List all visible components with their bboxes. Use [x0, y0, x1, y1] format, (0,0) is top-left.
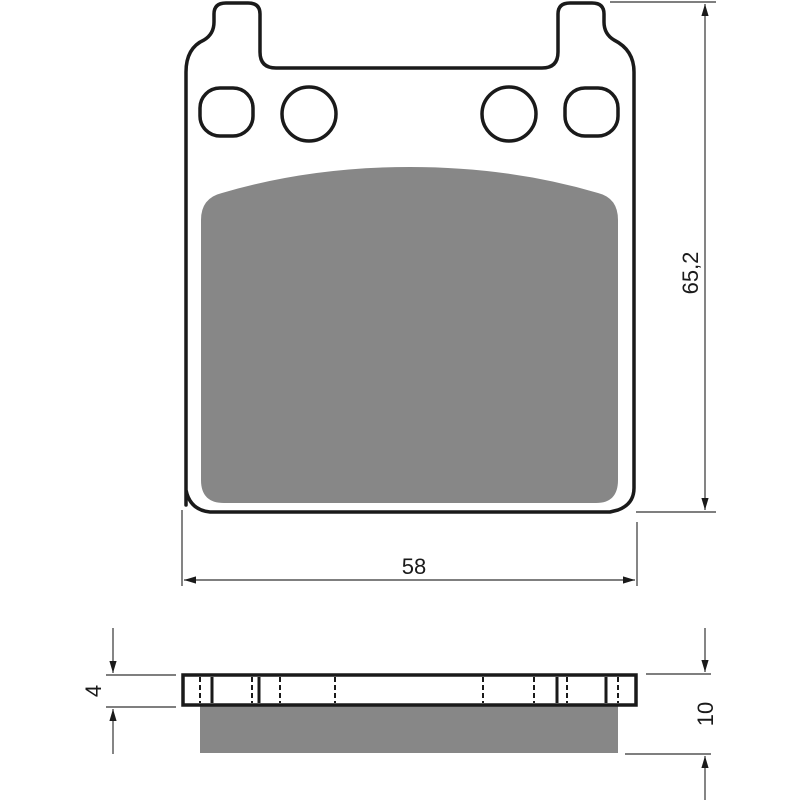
dimension-width-label: 58 [402, 554, 426, 579]
side-hole-solid-edges [210, 677, 608, 703]
side-view [181, 673, 638, 753]
dimension-plate-thickness: 4 [81, 628, 176, 754]
dimension-height-label: 65,2 [678, 252, 703, 295]
dimension-width: 58 [181, 510, 638, 586]
dimension-height: 65,2 [610, 1, 716, 513]
mounting-hole-3 [480, 85, 538, 143]
dimension-total-thickness: 10 [625, 628, 718, 800]
mounting-hole-4 [563, 86, 620, 138]
dimension-plate-thickness-label: 4 [81, 685, 106, 697]
side-friction-material [200, 706, 618, 753]
dimension-total-thickness-label: 10 [693, 702, 718, 726]
side-backing-plate [181, 673, 638, 707]
mounting-hole-1 [198, 86, 255, 138]
side-hole-hidden-lines [199, 677, 619, 703]
front-view [184, 1, 636, 514]
mounting-hole-2 [280, 85, 338, 143]
friction-material [201, 167, 618, 503]
